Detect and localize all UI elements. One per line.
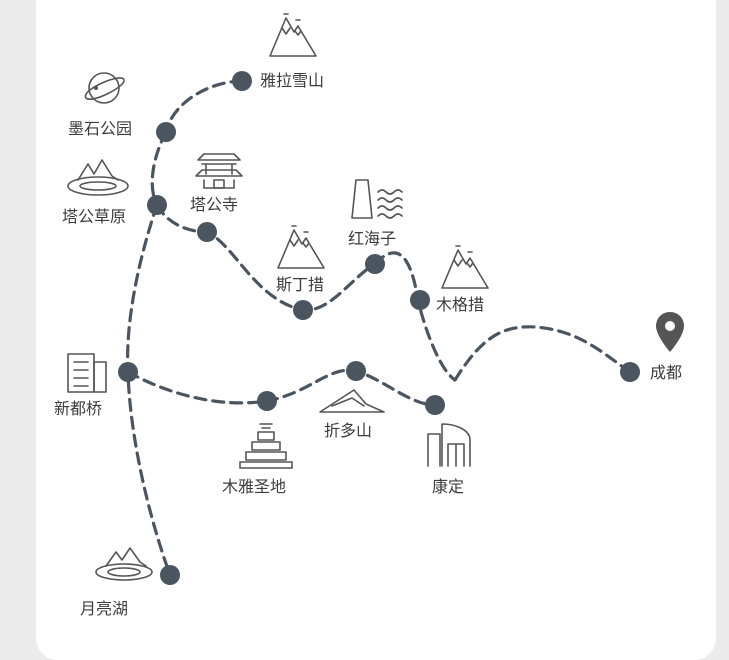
route-xinduqiao-kangding xyxy=(126,368,437,407)
node-tagong-grassland[interactable] xyxy=(147,195,167,215)
node-muya[interactable] xyxy=(257,391,277,411)
node-chengdu[interactable] xyxy=(620,362,640,382)
node-yueliang[interactable] xyxy=(160,565,180,585)
temple-icon xyxy=(195,153,243,189)
mountain-pass-icon xyxy=(319,389,385,413)
node-moshi[interactable] xyxy=(156,122,176,142)
label-moshi: 墨石公园 xyxy=(68,119,132,138)
grassland-lake-icon xyxy=(67,159,129,196)
location-pin-icon xyxy=(656,312,684,352)
planet-icon xyxy=(85,72,125,104)
label-kangding: 康定 xyxy=(432,477,464,496)
node-tagong-temple[interactable] xyxy=(197,222,217,242)
node-mugecuo[interactable] xyxy=(410,290,430,310)
node-honghaizi[interactable] xyxy=(365,254,385,274)
route-tagong-temple-siding xyxy=(155,203,377,312)
snow-mountain-icon xyxy=(441,245,489,289)
label-honghaizi: 红海子 xyxy=(348,229,396,248)
route-tagong-xinduqiao-yueliang xyxy=(126,203,172,577)
label-siding: 斯丁措 xyxy=(276,275,324,294)
route-yala-moshi xyxy=(164,79,244,134)
route-nodes xyxy=(118,71,640,585)
route-kangding-chengdu xyxy=(453,325,632,382)
label-chengdu: 成都 xyxy=(650,363,682,382)
lake-waves-icon xyxy=(351,179,403,219)
snow-mountain-icon xyxy=(277,225,325,269)
route-honghaizi-kangding xyxy=(373,251,457,382)
building-icon xyxy=(67,353,107,393)
label-yueliang: 月亮湖 xyxy=(80,599,128,618)
grassland-lake-icon xyxy=(95,547,153,581)
place-labels: 雅拉雪山 墨石公园 塔公草原 塔公寺 红海子 斯丁措 木格措 成都 新都桥 折多… xyxy=(54,71,682,618)
stupa-icon xyxy=(239,423,293,469)
label-zheduo: 折多山 xyxy=(324,421,372,440)
map-card xyxy=(36,0,716,660)
node-yala[interactable] xyxy=(232,71,252,91)
label-muya: 木雅圣地 xyxy=(222,477,286,496)
label-tagong-grassland: 塔公草原 xyxy=(62,207,126,226)
label-tagong-temple: 塔公寺 xyxy=(190,195,238,214)
label-mugecuo: 木格措 xyxy=(436,295,484,314)
city-gate-icon xyxy=(427,423,471,467)
node-kangding[interactable] xyxy=(425,395,445,415)
node-zheduo[interactable] xyxy=(346,361,366,381)
route-moshi-tagong xyxy=(150,130,168,207)
route-map: 雅拉雪山 墨石公园 塔公草原 塔公寺 红海子 斯丁措 木格措 成都 新都桥 折多… xyxy=(54,13,684,618)
snow-mountain-icon xyxy=(269,13,317,57)
node-siding[interactable] xyxy=(293,300,313,320)
label-xinduqiao: 新都桥 xyxy=(54,399,102,418)
node-xinduqiao[interactable] xyxy=(118,362,138,382)
label-yala: 雅拉雪山 xyxy=(260,71,324,90)
